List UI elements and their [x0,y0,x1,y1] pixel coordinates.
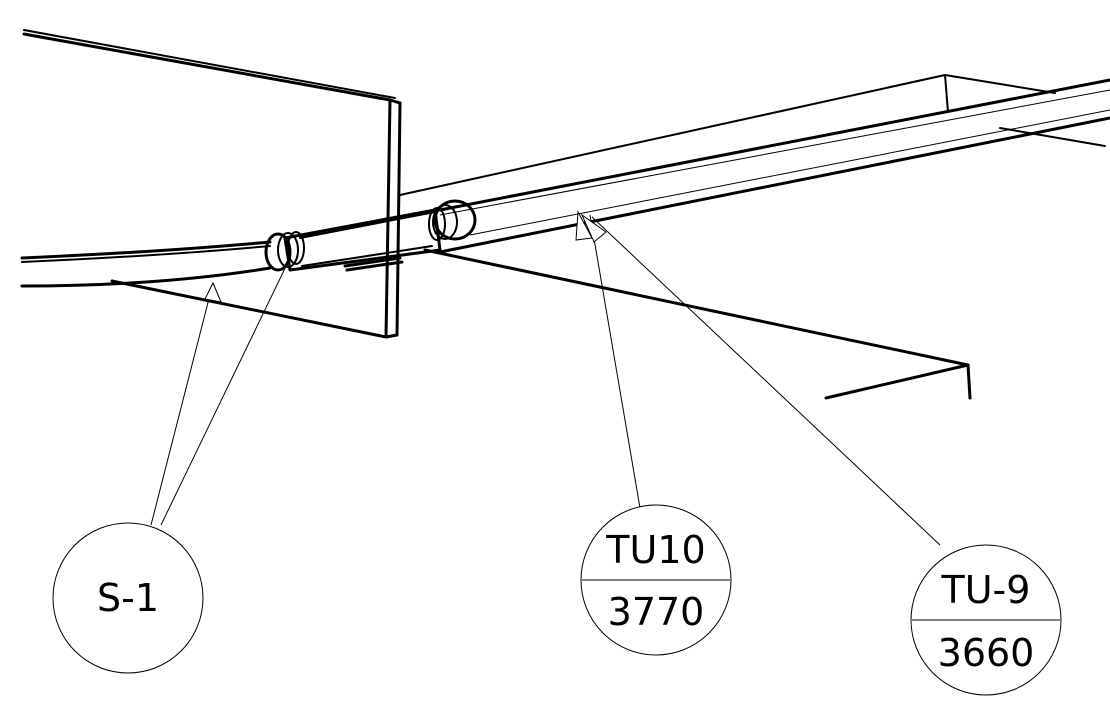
leader-lines [150,214,941,546]
callout-tu10: TU10 3770 [580,504,732,656]
arrowhead-tu10 [575,210,593,241]
pipe-clamp [264,199,477,272]
callout-bottom-label: 3770 [608,590,705,634]
callout-top-label: TU10 [605,528,705,572]
rear-frame [399,74,1106,400]
callout-label: S-1 [97,576,159,620]
arrowhead-tu9 [580,213,607,243]
pipe [20,78,1110,288]
arrowheads [204,210,607,303]
callout-tu9: TU-9 3660 [910,544,1062,696]
callout-bottom-label: 3660 [938,631,1035,675]
callout-s1: S-1 [52,522,204,674]
callout-circle [52,522,204,674]
callout-top-label: TU-9 [941,568,1031,612]
arrowhead-s1 [204,281,222,303]
